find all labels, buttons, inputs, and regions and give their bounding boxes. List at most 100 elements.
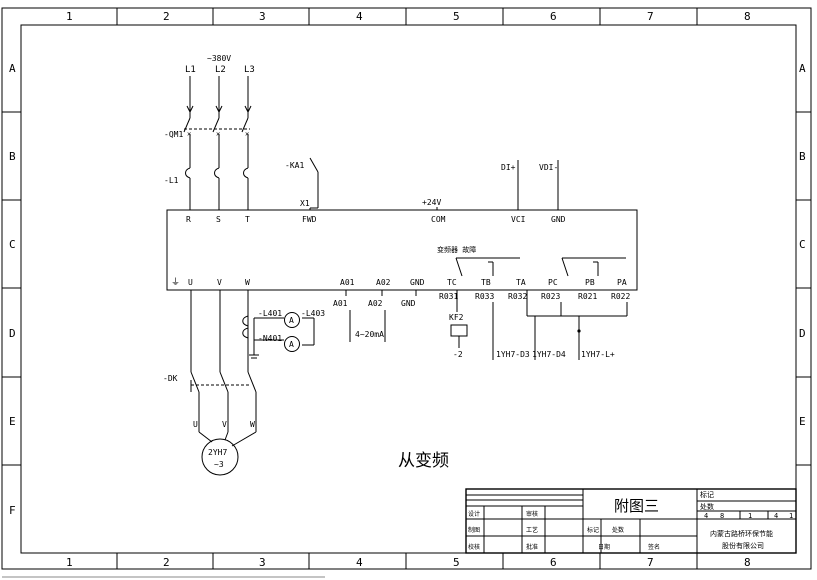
motor-W: W	[250, 420, 255, 429]
row-A-right: A	[799, 62, 806, 75]
motor-symbol	[201, 438, 239, 476]
col-7-bottom: 7	[647, 556, 654, 569]
col-6-bottom: 6	[550, 556, 557, 569]
analog-bottom-A01: A01	[333, 299, 348, 308]
row-B: B	[9, 150, 16, 163]
terminal-VCI: VCI	[511, 215, 526, 224]
tb-design: 设计	[468, 510, 480, 518]
meter-l403: -L403	[301, 309, 325, 318]
output-W: W	[245, 278, 250, 287]
reactor-label: -L1	[164, 176, 179, 185]
relay-wiring	[456, 290, 628, 360]
analog-range: 4~20mA	[355, 330, 384, 339]
analog-bracket	[345, 290, 417, 342]
tb-date: 日期	[598, 543, 610, 551]
figure-label: 附图三	[614, 497, 659, 515]
ka1-label: -KA1	[285, 161, 304, 170]
svg-text:✕: ✕	[187, 130, 191, 138]
tb-mark: 标记	[587, 526, 599, 534]
inner-frame	[20, 24, 797, 554]
sheet-4: 4	[704, 512, 708, 520]
grid-row-labels-left: A B C D E F	[9, 62, 16, 517]
motor-U: U	[193, 420, 198, 429]
col-3-bottom: 3	[259, 556, 266, 569]
ref-1: 1YH7-D3	[496, 350, 530, 359]
tb-process: 工艺	[526, 526, 538, 534]
relay-R032: R032	[508, 292, 527, 301]
ammeter-2-symbol: A	[289, 340, 294, 349]
relay-PC: PC	[548, 278, 558, 287]
relay-TC: TC	[447, 278, 457, 287]
voltage-label: ~380V	[207, 54, 231, 63]
ka1-contact	[309, 157, 319, 210]
analog-A01: A01	[340, 278, 355, 287]
ref-3: 1YH7-L+	[581, 350, 615, 359]
meter-l401: -L401	[258, 309, 282, 318]
relay-TA: TA	[516, 278, 526, 287]
vdi-label: VDI-	[539, 163, 558, 172]
motor-wiring	[198, 431, 257, 447]
input-T: T	[245, 215, 250, 224]
col-1-bottom: 1	[66, 556, 73, 569]
row-F: F	[9, 504, 16, 517]
fault-label: 变频器 故障	[437, 245, 476, 254]
ground-symbol: ⏚	[171, 277, 180, 288]
input-R: R	[186, 215, 191, 224]
title-block	[465, 488, 797, 554]
row-C-right: C	[799, 238, 806, 251]
grid-ticks	[2, 8, 811, 569]
col-4: 4	[356, 10, 363, 23]
company-line1: 内蒙古路桥环保节能	[710, 529, 773, 538]
col-8: 8	[744, 10, 751, 23]
output-V: V	[217, 278, 222, 287]
row-D: D	[9, 327, 16, 340]
grid-column-labels-top: 1 2 3 4 5 6 7 8	[66, 10, 751, 23]
output-U: U	[188, 278, 193, 287]
input-S: S	[216, 215, 221, 224]
kf2-label: KF2	[449, 313, 464, 322]
col-2: 2	[163, 10, 170, 23]
relay-R022: R022	[611, 292, 630, 301]
outer-frame	[1, 7, 812, 570]
ammeter-1	[284, 312, 300, 328]
breaker-label: -QM1	[164, 130, 183, 139]
relay-TB: TB	[481, 278, 491, 287]
tb-review: 审核	[526, 510, 538, 518]
relay-R033: R033	[475, 292, 494, 301]
ammeter-2	[284, 336, 300, 352]
tb-cell-b: 处数	[700, 502, 714, 511]
col-7: 7	[647, 10, 654, 23]
col-2-bottom: 2	[163, 556, 170, 569]
tb-count: 处数	[612, 526, 624, 534]
terminal-COM: COM	[431, 215, 446, 224]
analog-GND: GND	[410, 278, 425, 287]
col-6: 6	[550, 10, 557, 23]
row-B-right: B	[799, 150, 806, 163]
supply-lines	[186, 76, 252, 114]
motor-V: V	[222, 420, 227, 429]
x1-label: X1	[300, 199, 310, 208]
relay-PA: PA	[617, 278, 627, 287]
sheet-1: 1	[748, 512, 752, 520]
col-4-bottom: 4	[356, 556, 363, 569]
analog-bottom-GND: GND	[401, 299, 416, 308]
main-title: 从变频	[398, 451, 449, 471]
kf2-coil	[450, 324, 468, 337]
current-transformer	[242, 315, 315, 359]
analog-bottom-A02: A02	[368, 299, 383, 308]
row-D-right: D	[799, 327, 806, 340]
meter-n401: -N401	[258, 334, 282, 343]
relay-R031: R031	[439, 292, 458, 301]
row-E-right: E	[799, 415, 806, 428]
relay-R021: R021	[578, 292, 597, 301]
analog-A02: A02	[376, 278, 391, 287]
motor-phase: ~3	[214, 460, 224, 469]
row-C: C	[9, 238, 16, 251]
relay-R023: R023	[541, 292, 560, 301]
tb-sign: 签名	[648, 543, 660, 551]
plus24-label: +24V	[422, 198, 441, 207]
phase-L3: L3	[244, 65, 255, 75]
output-lines	[190, 290, 257, 432]
relay-contacts	[455, 257, 626, 277]
